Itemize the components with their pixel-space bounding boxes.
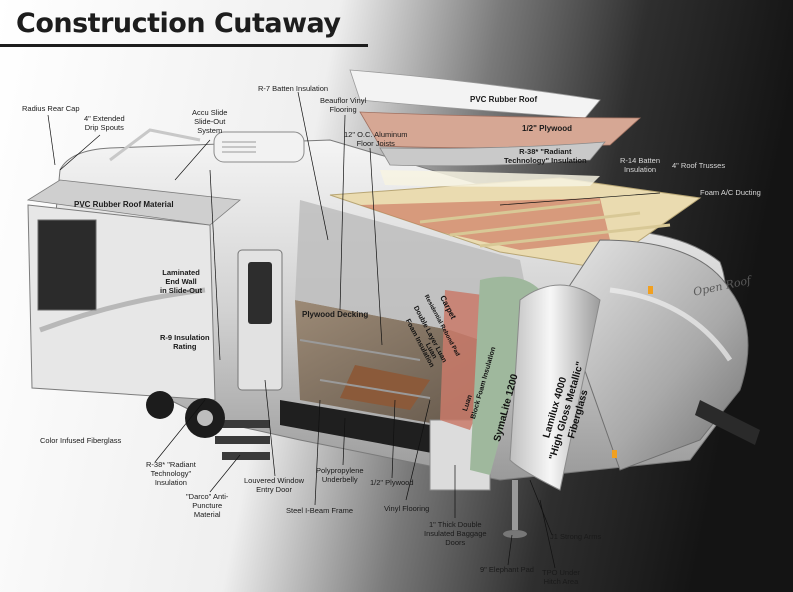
- slide-swoosh: [39, 287, 206, 333]
- label-darco: "Darco" Anti- Puncture Material: [186, 492, 229, 519]
- label-strong-arms: J1 Strong Arms: [550, 532, 602, 541]
- marker-light-2: [612, 450, 617, 458]
- label-steel-ibeam: Steel I-Beam Frame: [286, 506, 354, 515]
- label-tpo-hitch: TPO Under Hitch Area: [542, 568, 580, 586]
- label-r38-floor: R-38* "Radiant Technology" Insulation: [146, 460, 196, 487]
- layer-radiant-roof: [379, 141, 606, 167]
- label-baggage-doors: 1" Thick Double Insulated Baggage Doors: [424, 520, 487, 547]
- landing-gear: [512, 480, 518, 530]
- label-radiant-roof: R-38* "Radiant Technology" Insulation: [504, 147, 587, 165]
- door-window: [248, 262, 272, 324]
- lamilux-roll: [509, 284, 601, 491]
- page-title: Construction Cutaway: [16, 8, 341, 39]
- marker-light: [648, 286, 653, 294]
- label-r9-rating: R-9 Insulation Rating: [160, 333, 210, 351]
- label-floor-joists: 12" O.C. Aluminum Floor Joists: [344, 130, 408, 148]
- label-pvc-slide-roof: PVC Rubber Roof Material: [74, 200, 174, 209]
- label-vinyl-flooring: Vinyl Flooring: [384, 504, 430, 513]
- hitch-arm: [695, 400, 760, 445]
- label-extended-drip-spouts: 4" Extended Drip Spouts: [84, 114, 125, 132]
- roof-joist-red: [360, 198, 610, 250]
- label-r14-batten: R-14 Batten Insulation: [620, 156, 661, 174]
- label-polypropylene: Polypropylene Underbelly: [316, 466, 364, 484]
- label-pvc-roof: PVC Rubber Roof: [470, 95, 538, 104]
- label-louvered: Louvered Window Entry Door: [244, 476, 305, 494]
- front-cap-swoosh: [609, 287, 733, 362]
- label-color-fiberglass: Color Infused Fiberglass: [40, 436, 122, 445]
- layer-roof-sheet: [380, 170, 600, 187]
- label-laminated-end-wall: Laminated End Wall in Slide-Out: [160, 268, 203, 295]
- label-elephant-pad: 9" Elephant Pad: [480, 565, 534, 574]
- slide-out-roof: [26, 179, 241, 226]
- slide-out-window: [37, 219, 97, 311]
- elephant-pad: [503, 530, 527, 538]
- rear-wheel: [146, 391, 174, 419]
- wheel-hub: [197, 410, 213, 426]
- label-foam-ac: Foam A/C Ducting: [700, 188, 761, 197]
- label-accu-slide: Accu Slide Slide-Out System: [192, 108, 228, 135]
- layer-plywood-roof: [359, 111, 642, 149]
- underbelly: [280, 400, 470, 460]
- label-plywood-roof: 1/2" Plywood: [522, 124, 573, 133]
- roof-trusses: [419, 200, 671, 248]
- label-radius-rear-cap: Radius Rear Cap: [22, 104, 80, 113]
- label-roof-trusses: 4" Roof Trusses: [672, 161, 726, 170]
- rear-ladder: [109, 128, 201, 162]
- label-plywood-floor: 1/2" Plywood: [370, 478, 414, 487]
- entry-steps: [210, 420, 270, 460]
- label-plywood-decking: Plywood Decking: [302, 310, 369, 319]
- label-r7-batten: R-7 Batten Insulation: [258, 84, 329, 93]
- leader-lines: [47, 91, 661, 569]
- title-underline: [0, 44, 368, 47]
- vinyl-floor-strip: [340, 365, 430, 410]
- ac-unit: [213, 131, 305, 163]
- ac-vents: [222, 141, 256, 153]
- label-beauflor: Beauflor Vinyl Flooring: [320, 96, 367, 114]
- i-beam-frame: [299, 339, 431, 399]
